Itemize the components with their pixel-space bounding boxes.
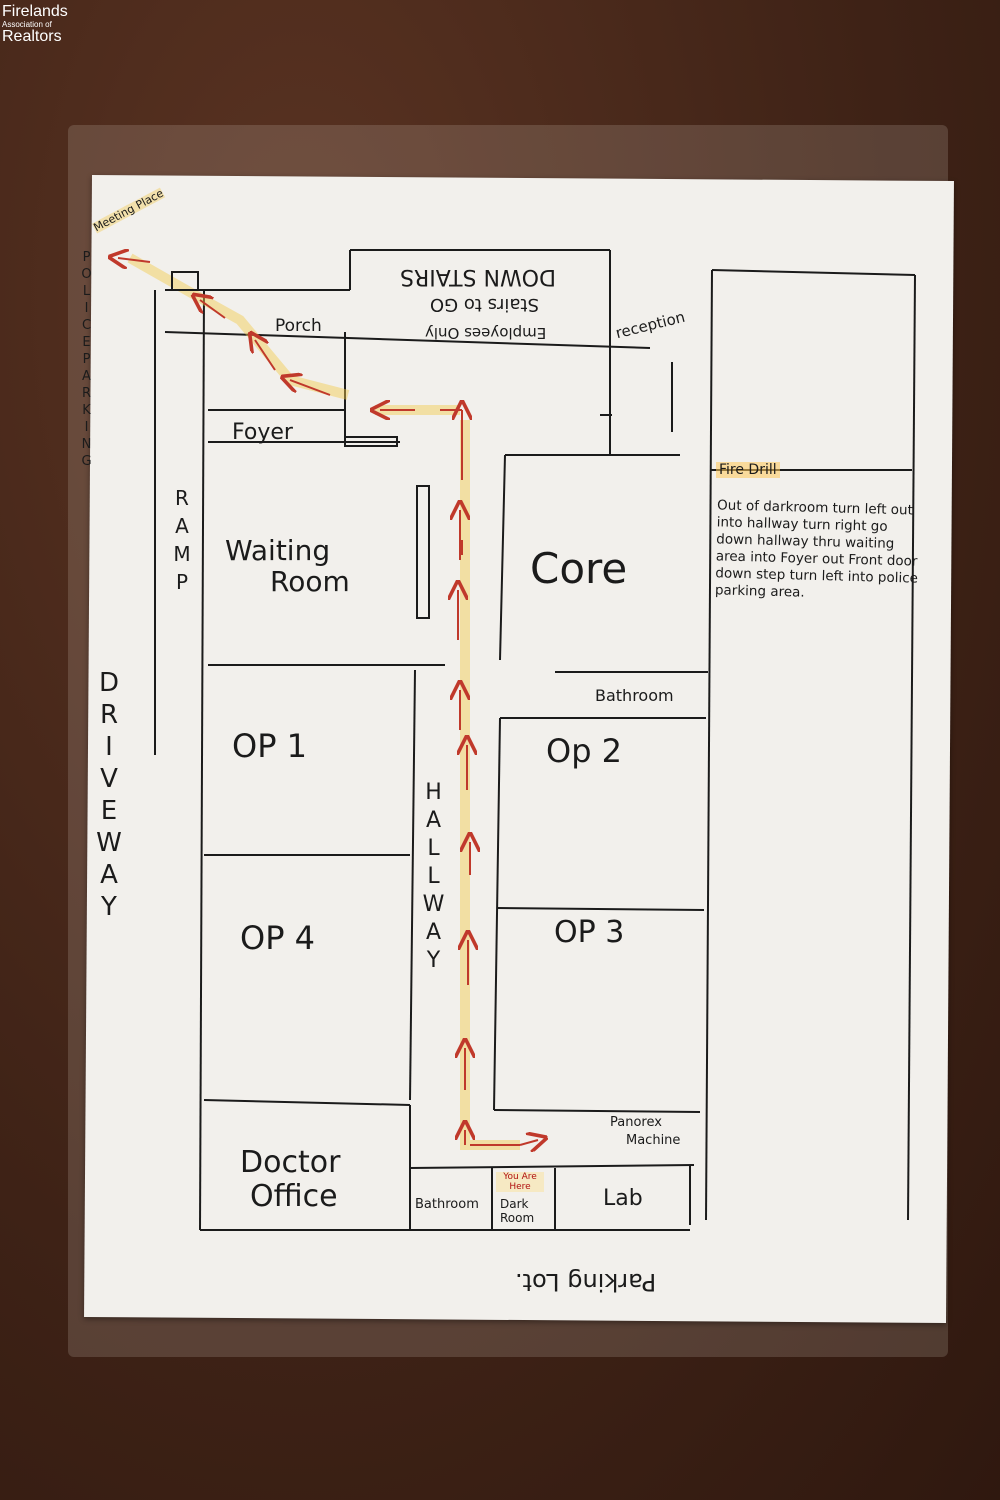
police-parking-label: POLICEPARKING (79, 250, 94, 471)
walls (154, 249, 916, 1231)
op2-label: Op 2 (546, 732, 623, 770)
escape-route (118, 258, 538, 1145)
stairs-to-go-label: Stairs to GO (430, 294, 539, 315)
fire-drill-title: Fire Drill (716, 462, 780, 478)
core-label: Core (530, 544, 628, 593)
ramp-label: RAMP (170, 486, 194, 598)
foyer-label: Foyer (232, 420, 293, 445)
fire-drill-instructions: Out of darkroom turn left out into hallw… (714, 497, 919, 601)
parking-lot-label: Parking Lot. (515, 1268, 657, 1296)
bathroom-top-label: Bathroom (595, 686, 674, 705)
panorex-label-2: Machine (626, 1133, 681, 1148)
waiting-room-label-1: Waiting (225, 534, 331, 567)
porch-label: Porch (275, 316, 322, 336)
op3-label: OP 3 (554, 915, 625, 950)
hallway-label: HALLWAY (421, 780, 446, 976)
dark-room-label-1: Dark (500, 1197, 529, 1211)
watermark-line1: Firelands (2, 3, 68, 20)
op4-label: OP 4 (240, 919, 316, 957)
front-step (171, 271, 199, 291)
you-are-here-label: You Are Here (496, 1172, 544, 1192)
dark-room-label-2: Room (500, 1211, 535, 1225)
employees-only-label: Employees Only (425, 324, 547, 342)
waiting-room-label-2: Room (270, 565, 350, 598)
watermark-line2: Association of (2, 20, 52, 29)
lab-label: Lab (603, 1186, 643, 1211)
bathroom-bottom-label: Bathroom (415, 1197, 479, 1212)
watermark-line3: Realtors (2, 28, 62, 45)
op1-label: OP 1 (232, 727, 308, 765)
panorex-label-1: Panorex (610, 1115, 662, 1130)
driveway-label: DRIVEWAY (94, 668, 124, 924)
downstairs-label: DOWN STAIRS (400, 264, 556, 289)
watermark-logo: Firelands Association of Realtors (2, 4, 68, 45)
doctor-office-label-2: Office (250, 1179, 338, 1214)
doctor-office-label-1: Doctor (240, 1145, 341, 1180)
